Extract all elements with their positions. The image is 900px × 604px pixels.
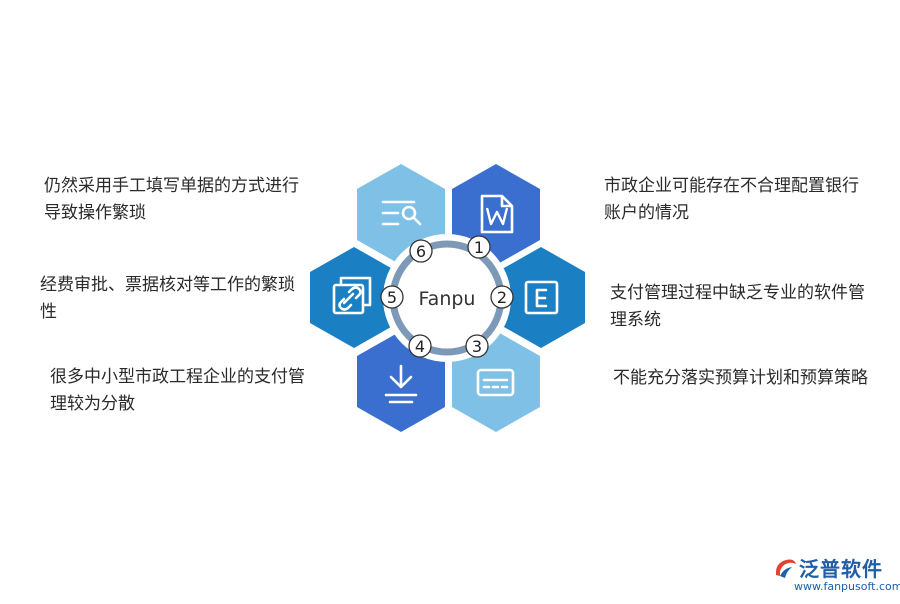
item-3-text: 不能充分落实预算计划和预算策略 [613,368,868,388]
logo-mark-icon [775,559,796,578]
hexagon-5 [310,247,398,348]
e-document-icon [524,280,559,315]
number-2: 2 [497,288,507,307]
center-disc [397,248,497,348]
list-search-icon [381,200,422,226]
word-document-icon [480,194,514,234]
number-badge-2: 2 [490,285,514,309]
item-6-text: 仍然采用手工填写单据的方式进行导致操作繁琐 [44,176,299,223]
item-1-text: 市政企业可能存在不合理配置银行账户的情况 [604,176,859,223]
link-copy-icon [332,276,372,315]
item-4-text: 很多中小型市政工程企业的支付管理较为分散 [50,367,305,414]
number-4: 4 [415,337,425,356]
number-1: 1 [474,238,484,257]
download-icon [384,364,418,404]
number-6: 6 [416,242,426,261]
number-badge-3: 3 [465,334,489,358]
number-5: 5 [387,288,397,307]
item-2-text: 支付管理过程中缺乏专业的软件管理系统 [610,283,865,330]
fanpu-logo: 泛普软件 www.fanpusoft.com [772,553,900,599]
item-5-text: 经费审批、票据核对等工作的繁琐性 [40,275,295,322]
number-badge-5: 5 [380,285,404,309]
logo-url: www.fanpusoft.com [794,580,900,593]
number-badge-4: 4 [408,334,432,358]
center-label: Fanpu [419,288,476,310]
card-icon [476,368,515,397]
number-badge-6: 6 [409,239,433,263]
number-3: 3 [472,337,482,356]
number-badge-1: 1 [467,235,491,259]
logo-name: 泛普软件 [799,557,883,581]
